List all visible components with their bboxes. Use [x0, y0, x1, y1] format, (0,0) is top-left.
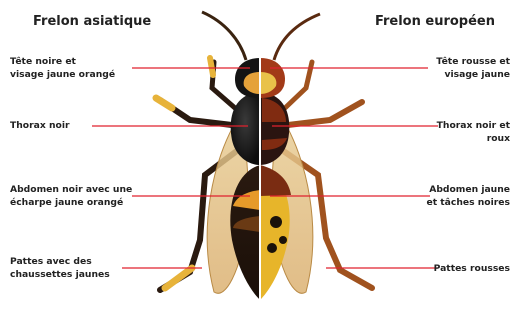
label-left-thorax: Thorax noir [10, 119, 70, 132]
label-right-abdomen: Abdomen jaune et tâches noires [426, 183, 510, 209]
label-right-head: Tête rousse et visage jaune [436, 55, 510, 81]
label-left-abdomen: Abdomen noir avec une écharpe jaune oran… [10, 183, 132, 209]
label-right-legs: Pattes rousses [434, 262, 510, 275]
title-right: Frelon européen [375, 14, 495, 29]
label-right-thorax: Thorax noir et roux [437, 119, 510, 145]
antenna-left [202, 12, 246, 60]
title-left: Frelon asiatique [33, 14, 151, 29]
label-left-head: Tête noire et visage jaune orangé [10, 55, 115, 81]
antenna-right [274, 14, 320, 60]
label-left-legs: Pattes avec des chaussettes jaunes [10, 255, 110, 281]
